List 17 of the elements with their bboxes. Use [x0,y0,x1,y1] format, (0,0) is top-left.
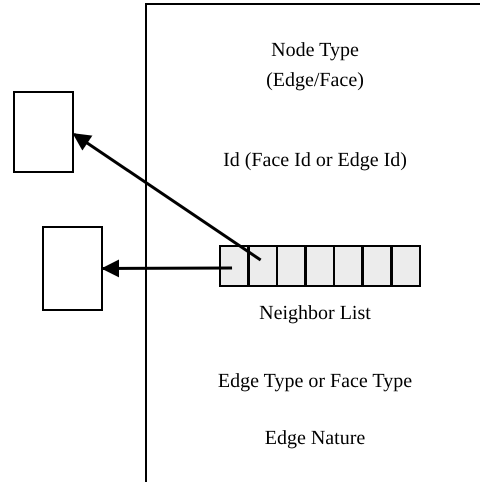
node-box [13,91,74,173]
list-cell [362,245,392,287]
list-cell [219,245,250,287]
list-cell [390,245,421,287]
list-cell [248,245,278,287]
list-cell [333,245,364,287]
list-cell [276,245,306,287]
arrow [72,132,262,262]
field-label: Edge Nature [264,426,366,451]
record-panel [145,3,480,482]
node-box [42,226,103,311]
arrow [101,259,232,278]
field-label: Edge Type or Face Type [216,369,414,394]
field-label: Neighbor List [258,301,372,326]
field-label: Node Type (Edge/Face) [265,38,365,93]
list-cell [304,245,335,287]
field-label: Id (Face Id or Edge Id) [222,148,408,173]
